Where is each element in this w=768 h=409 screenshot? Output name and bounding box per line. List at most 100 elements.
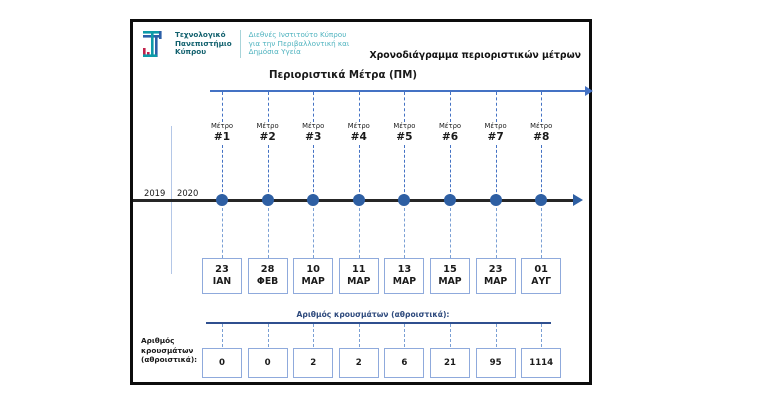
logo-divider <box>239 30 241 58</box>
university-name: Τεχνολογικό Πανεπιστήμιο Κύπρου <box>175 30 232 58</box>
university-name-line-3: Κύπρου <box>175 47 207 57</box>
measure-word-3: Μέτρο <box>302 122 325 130</box>
case-count-box-3[interactable]: 2 <box>293 348 334 378</box>
section-title: Περιοριστικά Μέτρα (ΠΜ) <box>268 70 418 81</box>
measure-word-5: Μέτρο <box>393 122 416 130</box>
case-dropper-3 <box>313 324 315 352</box>
cases-side-label-line-1: Αριθμός <box>141 336 175 345</box>
case-dropper-7 <box>495 324 497 352</box>
year-label-2019: 2019 <box>144 188 166 198</box>
date-month-4: ΜΑΡ <box>347 276 371 287</box>
measure-number-3: #3 <box>305 131 322 143</box>
measure-label-6: Μέτρο#6 <box>423 122 477 143</box>
measure-word-4: Μέτρο <box>347 122 370 130</box>
cases-section-rule <box>206 322 551 325</box>
measure-number-7: #7 <box>487 131 504 143</box>
measure-label-5: Μέτρο#5 <box>377 122 431 143</box>
date-dropper-6 <box>450 208 451 258</box>
measure-dropper-mid-3 <box>313 145 315 197</box>
measures-axis-arrowhead <box>585 86 593 96</box>
case-dropper-1 <box>222 324 223 352</box>
timeline-marker-6[interactable] <box>444 194 456 206</box>
measure-label-2: Μέτρο#2 <box>241 122 295 143</box>
case-count-box-5[interactable]: 6 <box>384 348 425 378</box>
measure-label-8: Μέτρο#8 <box>514 122 568 143</box>
date-day-8: 01 <box>534 264 548 275</box>
cases-side-label-line-3: (αθροιστικά): <box>141 355 198 365</box>
cyprus-university-of-technology-logo-icon <box>142 30 168 58</box>
date-day-5: 13 <box>397 264 412 275</box>
measure-dropper-top-8 <box>541 92 543 122</box>
case-dropper-8 <box>541 324 543 352</box>
measure-label-7: Μέτρο#7 <box>469 122 523 143</box>
timeline-marker-1[interactable] <box>216 194 228 206</box>
case-count-box-7[interactable]: 95 <box>475 348 516 378</box>
measure-dropper-top-2 <box>267 92 269 122</box>
measure-dropper-mid-1 <box>222 145 223 197</box>
date-dropper-4 <box>358 208 360 258</box>
measure-number-1: #1 <box>213 131 231 143</box>
measure-word-7: Μέτρο <box>484 122 507 130</box>
measure-dropper-mid-7 <box>495 145 497 197</box>
cases-side-label: Αριθμός κρουσμάτων (αθροιστικά): <box>141 336 197 365</box>
date-month-2: ΦΕΒ <box>256 276 279 287</box>
institute-name: Διεθνές Ινστιτούτο Κύπρου για την Περιβα… <box>248 29 350 58</box>
measure-dropper-mid-8 <box>541 145 543 197</box>
case-count-box-8[interactable]: 1114 <box>521 348 562 378</box>
date-dropper-1 <box>222 208 223 258</box>
measure-dropper-top-1 <box>222 92 223 122</box>
page-title: Χρονοδιάγραμμα περιοριστικών μέτρων <box>369 50 581 61</box>
case-dropper-5 <box>404 324 406 352</box>
measure-label-1: Μέτρο#1 <box>195 122 249 143</box>
measure-word-6: Μέτρο <box>438 122 462 130</box>
timeline-marker-8[interactable] <box>535 194 548 206</box>
timeline-marker-3[interactable] <box>307 194 320 206</box>
measure-dropper-mid-4 <box>358 145 360 197</box>
date-dropper-5 <box>404 208 406 258</box>
date-month-3: ΜΑΡ <box>301 276 325 287</box>
timeline-marker-7[interactable] <box>489 194 502 206</box>
measure-dropper-top-3 <box>313 92 315 122</box>
date-day-6: 15 <box>443 264 457 275</box>
date-day-1: 23 <box>215 264 229 275</box>
case-count-box-4[interactable]: 2 <box>338 348 379 378</box>
timeline-marker-4[interactable] <box>352 194 365 206</box>
case-count-box-2[interactable]: 0 <box>247 348 288 378</box>
date-month-1: ΙΑΝ <box>212 276 232 287</box>
case-dropper-6 <box>450 324 451 352</box>
main-timeline-arrowhead <box>573 194 583 206</box>
institute-name-line-2: για την Περιβαλλοντική και <box>248 38 350 48</box>
date-month-6: ΜΑΡ <box>438 276 462 287</box>
institute-name-line-1: Διεθνές Ινστιτούτο Κύπρου <box>248 29 347 39</box>
measure-number-5: #5 <box>396 131 413 143</box>
measure-dropper-top-4 <box>358 92 360 122</box>
measure-dropper-mid-5 <box>404 145 406 197</box>
date-month-8: ΑΥΓ <box>531 276 552 287</box>
measure-dropper-top-7 <box>495 92 497 122</box>
date-dropper-2 <box>267 208 269 258</box>
case-count-box-1[interactable]: 0 <box>202 348 242 378</box>
cases-side-label-line-2: κρουσμάτων <box>141 345 194 355</box>
measure-number-2: #2 <box>259 131 276 143</box>
institute-name-line-3: Δημόσια Υγεία <box>248 47 301 57</box>
timeline-marker-5[interactable] <box>398 194 411 206</box>
measure-label-3: Μέτρο#3 <box>286 122 340 143</box>
date-month-7: ΜΑΡ <box>483 276 508 287</box>
date-day-3: 10 <box>306 264 320 275</box>
measure-number-4: #4 <box>350 131 367 143</box>
diagram-frame: Τεχνολογικό Πανεπιστήμιο Κύπρου Διεθνές … <box>130 19 593 385</box>
case-dropper-2 <box>267 324 269 352</box>
date-dropper-3 <box>313 208 315 258</box>
case-count-box-6[interactable]: 21 <box>430 348 470 378</box>
measure-word-1: Μέτρο <box>210 122 234 130</box>
timeline-marker-2[interactable] <box>261 194 274 206</box>
